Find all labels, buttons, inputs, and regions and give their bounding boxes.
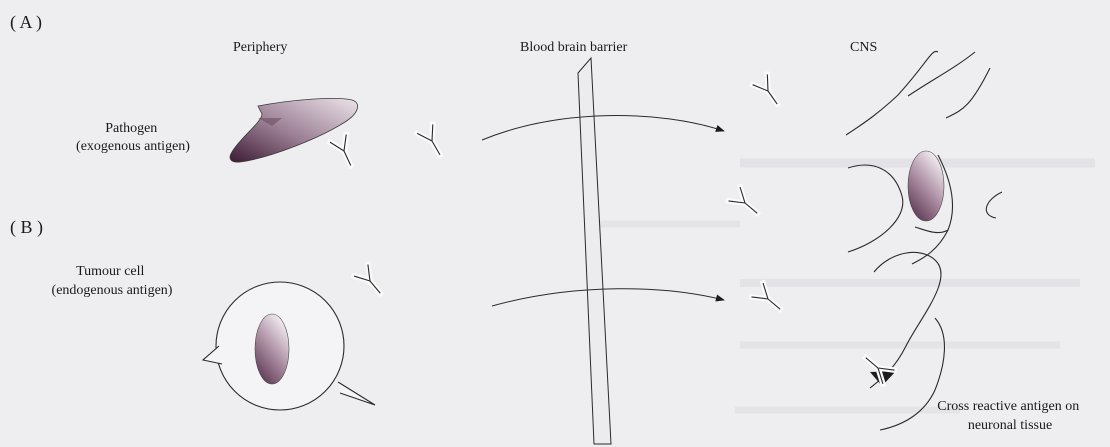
panel-b-label: ( B ) <box>10 217 43 238</box>
antibody-icon <box>417 124 448 159</box>
antibody-icon <box>753 74 785 109</box>
barrier-label: Blood brain barrier <box>520 40 628 55</box>
pathogen-label-line1: Pathogen <box>105 121 157 136</box>
periphery-label: Periphery <box>233 40 287 55</box>
tumour-label-line1: Tumour cell <box>76 264 144 279</box>
tumour-label-line2: (endogenous antigen) <box>52 283 173 298</box>
neuron <box>846 51 1002 430</box>
tumour-cell <box>203 282 375 410</box>
arrow-icon <box>482 116 724 140</box>
cross-reactive-label-line1: Cross reactive antigen on <box>937 399 1079 414</box>
pathogen-label: Pathogen (exogenous antigen) <box>76 121 190 154</box>
antibody-icon <box>330 135 359 170</box>
background-ghost-lines <box>590 163 1095 410</box>
antibody-icon <box>751 283 786 316</box>
cns-label: CNS <box>850 40 877 55</box>
panel-a-label: ( A ) <box>10 12 42 33</box>
pathogen-shape <box>230 98 358 162</box>
neuron-nucleus <box>908 151 944 221</box>
tumour-nucleus <box>255 314 289 384</box>
antibody-icon <box>728 187 763 220</box>
arrow-icon <box>492 289 724 306</box>
cross-reactive-label-line2: neuronal tissue <box>968 418 1052 433</box>
cross-reactive-label: Cross reactive antigen on neuronal tissu… <box>937 399 1082 433</box>
tumour-label: Tumour cell (endogenous antigen) <box>52 264 173 298</box>
pathogen-label-line2: (exogenous antigen) <box>76 139 190 154</box>
antibody-icon <box>354 264 387 299</box>
